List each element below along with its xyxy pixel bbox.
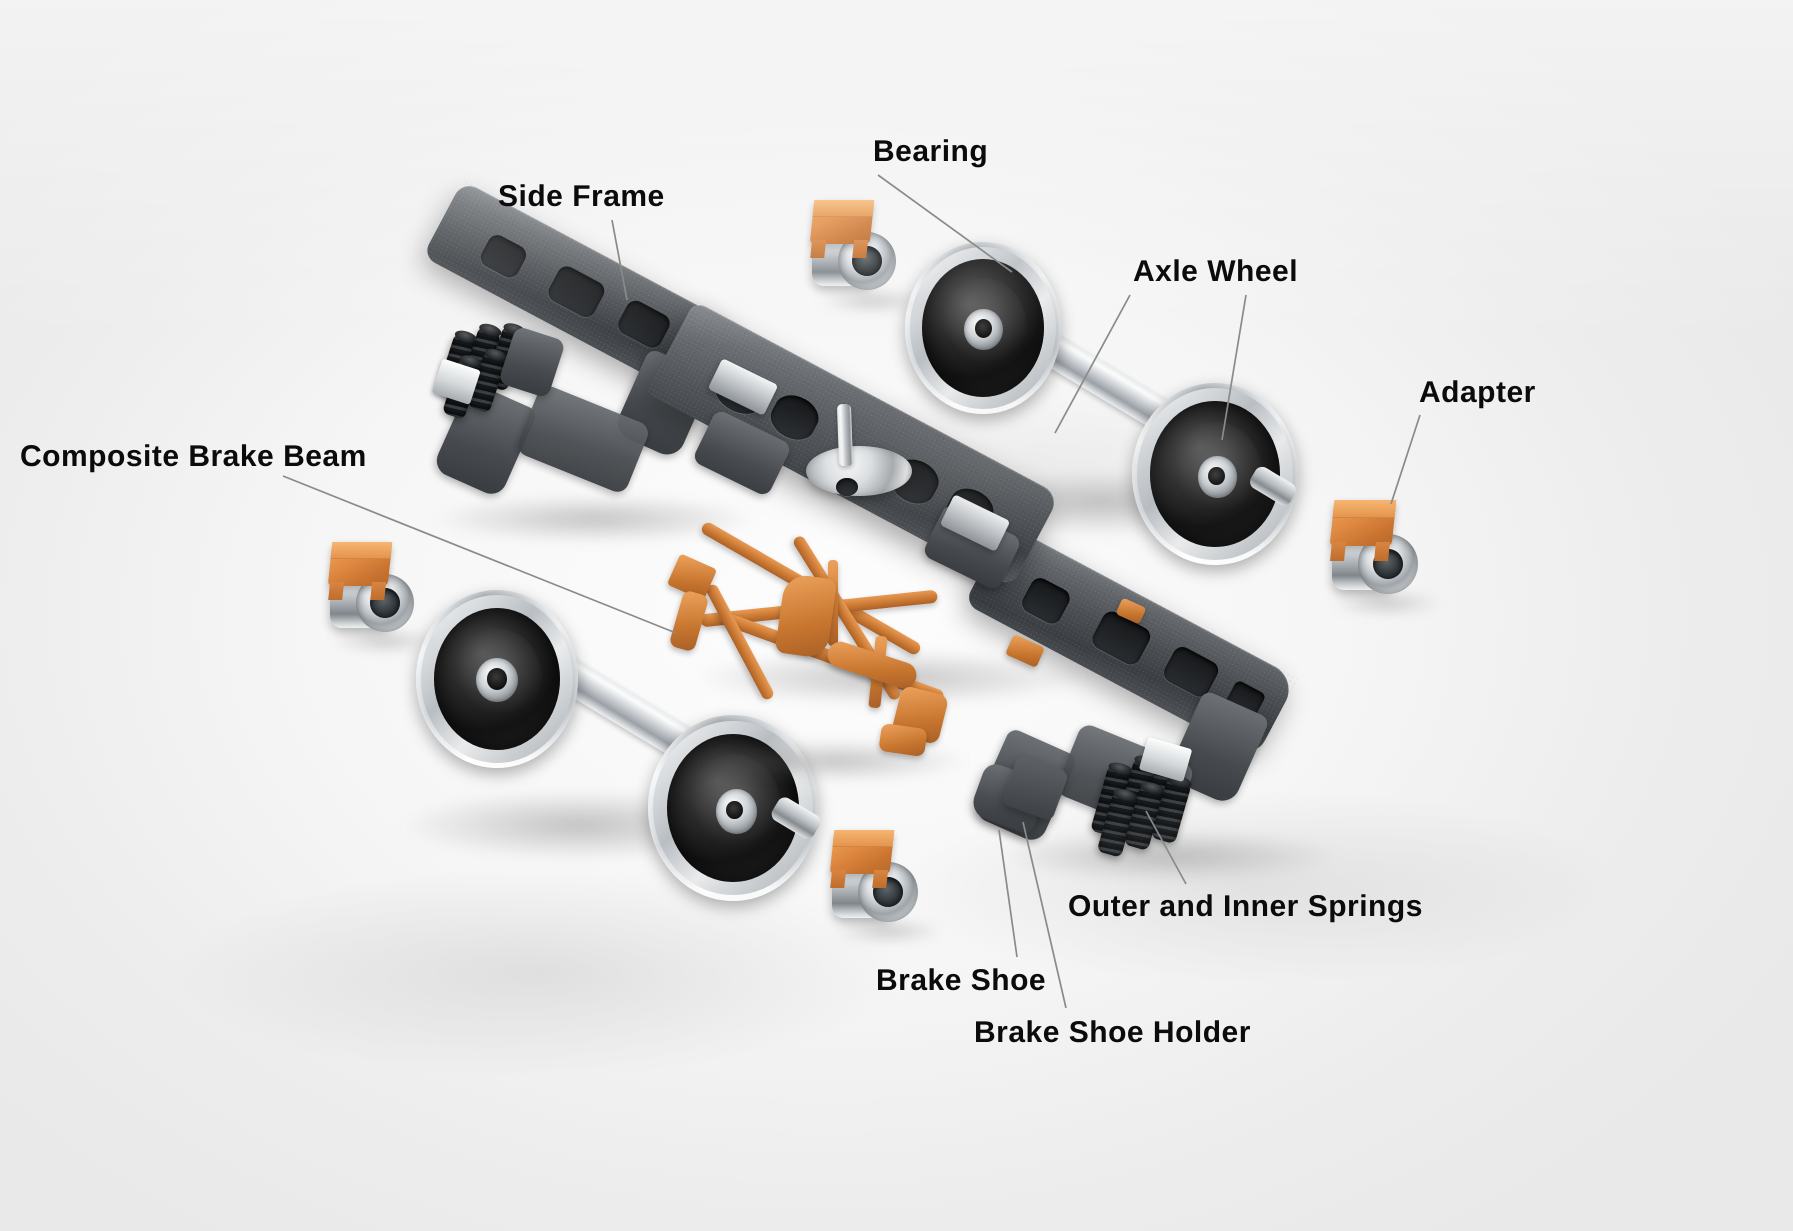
leader-composite-brake-beam [282,475,677,634]
leader-outer-inner-springs [1145,810,1187,885]
wheel-rear [416,590,578,768]
label-brake-shoe: Brake Shoe [876,964,1047,997]
wheel-front [648,715,818,901]
wheel-front [1132,383,1298,565]
center-plate-bore [836,478,858,496]
label-adapter: Adapter [1419,376,1536,409]
leader-brake-shoe-holder [1022,821,1067,1009]
leader-bearing [877,174,1013,273]
leader-brake-shoe [998,829,1018,958]
label-composite-brake-beam: Composite Brake Beam [20,440,367,473]
leader-axle-wheel-wheel [1221,294,1247,441]
wheel-rear [905,242,1061,414]
label-brake-shoe-holder: Brake Shoe Holder [974,1016,1251,1049]
leader-axle-wheel-axle [1054,294,1131,434]
label-axle-wheel: Axle Wheel [1133,255,1299,288]
label-side-frame: Side Frame [498,180,665,213]
label-outer-inner-springs: Outer and Inner Springs [1068,890,1423,923]
label-bearing: Bearing [873,135,989,168]
center-plate [806,446,912,496]
leader-side-frame [611,219,628,301]
leader-adapter [1390,414,1421,505]
